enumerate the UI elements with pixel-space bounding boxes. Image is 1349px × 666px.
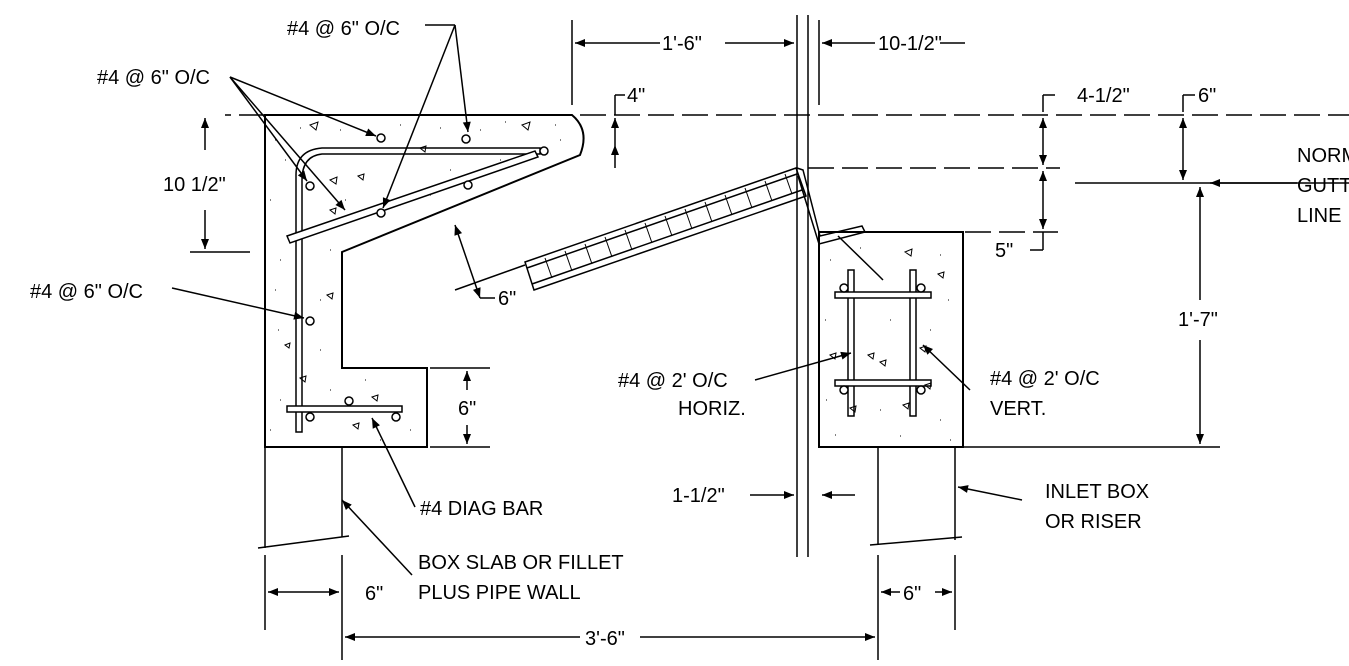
rebar-bottom-bar — [286, 405, 403, 413]
label-dim-6-slope: 6" — [498, 288, 516, 310]
ext-line-left-6 — [430, 367, 490, 448]
label-vert-rebar-2: VERT. — [990, 398, 1046, 420]
label-vert-rebar-1: #4 @ 2' O/C — [990, 368, 1100, 390]
ext-line-6-bottom — [264, 555, 956, 660]
pipe-break-right — [869, 536, 963, 546]
label-dim-6-heel: 6" — [458, 398, 476, 420]
ext-line-slope — [454, 264, 526, 291]
centre-wall-lines — [796, 15, 809, 557]
label-dim-1-6: 1'-6" — [662, 33, 702, 55]
label-left-rebar: #4 @ 6" O/C — [97, 67, 210, 89]
frame-anchor — [837, 235, 884, 281]
rebar-slope-bar — [285, 150, 540, 244]
rebar-circles-left — [305, 133, 549, 422]
label-box-slab-2: PLUS PIPE WALL — [418, 582, 581, 604]
grate — [524, 167, 807, 291]
label-gutter-3: LINE — [1297, 205, 1341, 227]
label-dim-10-5: 10-1/2" — [878, 33, 942, 55]
concrete-speckle-left — [270, 121, 561, 441]
leader-lines — [171, 24, 1023, 576]
label-horiz-rebar-1: #4 @ 2' O/C — [618, 370, 728, 392]
label-gutter-1: NORMAL — [1297, 145, 1349, 167]
inlet-rebar — [834, 269, 932, 417]
label-dim-6-left: 6" — [365, 583, 383, 605]
label-dim-4: 4" — [627, 85, 645, 107]
label-top-rebar: #4 @ 6" O/C — [287, 18, 400, 40]
drawing-labels: #4 @ 6" O/C #4 @ 6" O/C #4 @ 6" O/C 1'-6… — [30, 18, 1349, 650]
label-dim-1-1-2: 1-1/2" — [672, 485, 725, 507]
grate-frame — [796, 167, 867, 245]
label-dim-3-6: 3'-6" — [585, 628, 625, 650]
dimension-arrows — [201, 39, 1290, 641]
label-dim-1-7: 1'-7" — [1178, 309, 1218, 331]
label-horiz-rebar-2: HORIZ. — [678, 398, 746, 420]
pipe-break-left — [257, 535, 350, 549]
concrete-speckle-right — [825, 247, 951, 441]
label-gutter-2: GUTTER — [1297, 175, 1349, 197]
left-concrete-outline — [264, 114, 585, 448]
inlet-box-outline — [818, 231, 964, 448]
grate-bars — [544, 173, 793, 279]
label-dim-6-right: 6" — [903, 583, 921, 605]
label-mid-rebar: #4 @ 6" O/C — [30, 281, 143, 303]
label-box-slab-1: BOX SLAB OR FILLET — [418, 552, 624, 574]
pipe-wall-right — [877, 447, 956, 545]
label-inlet-2: OR RISER — [1045, 511, 1142, 533]
pipe-wall-left — [264, 447, 343, 548]
label-diag-bar: #4 DIAG BAR — [420, 498, 543, 520]
label-dim-6-top: 6" — [1198, 85, 1216, 107]
label-dim-5: 5" — [995, 240, 1013, 262]
label-dim-4-5: 4-1/2" — [1077, 85, 1130, 107]
label-dim-10-1-2: 10 1/2" — [163, 174, 226, 196]
label-inlet-1: INLET BOX — [1045, 481, 1149, 503]
